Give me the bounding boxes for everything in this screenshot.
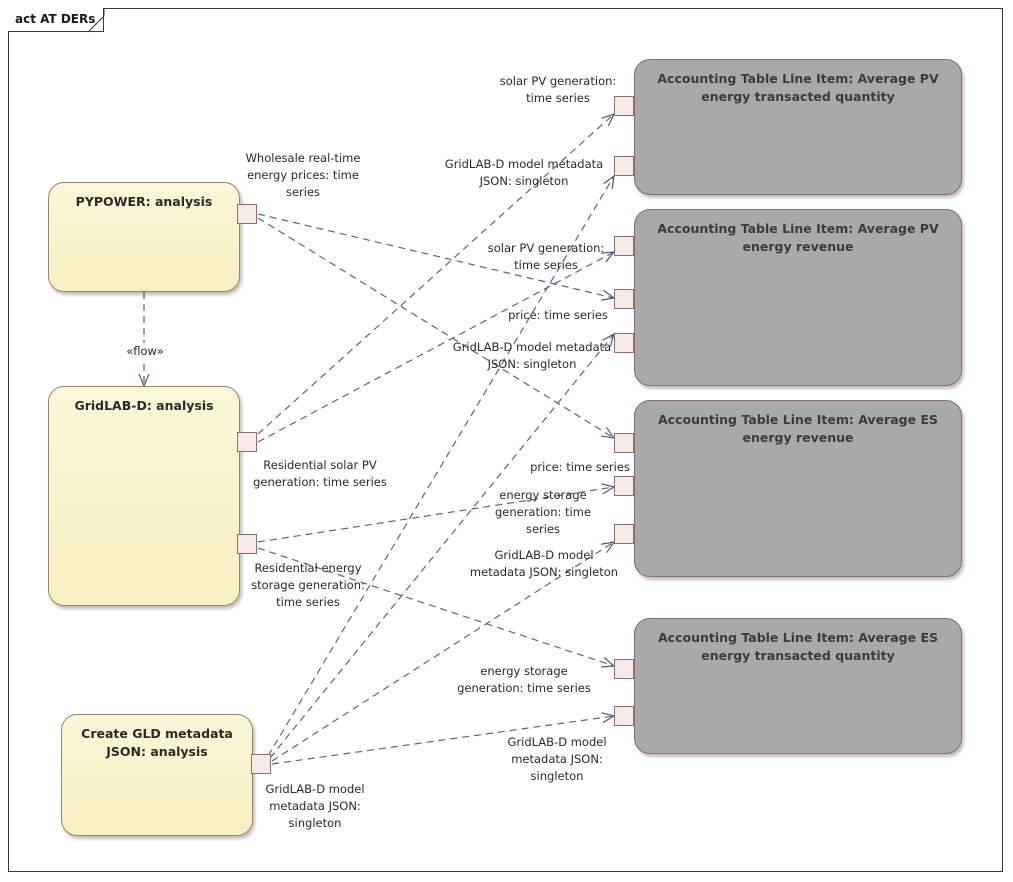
label-pvq-meta-in: GridLAB-D model metadata JSON: singleton [444, 157, 604, 188]
wire-meta-to-pv-revenue[interactable] [269, 334, 614, 759]
pin-gld-storage-out[interactable] [237, 534, 257, 554]
label-esq-storage-in: energy storage generation: time series [457, 664, 591, 695]
label-gld-solar-out: Residential solar PV generation: time se… [253, 458, 387, 489]
pin-create-metadata-out[interactable] [251, 754, 271, 774]
frame-tab-corner [87, 8, 105, 33]
wire-meta-to-es-quantity[interactable] [271, 716, 614, 765]
pin-pvr-meta-in[interactable] [614, 333, 634, 353]
wire-meta-to-pv-quantity[interactable] [267, 176, 614, 757]
pin-esq-storage-in[interactable] [614, 659, 634, 679]
diagram-frame [8, 8, 1003, 872]
wire-meta-to-es-revenue[interactable] [271, 542, 614, 762]
table-pv-transacted-quantity[interactable]: Accounting Table Line Item: Average PV e… [634, 59, 962, 195]
label-esr-price-in: price: time series [530, 460, 630, 474]
label-pvr-solar-in: solar PV generation: time series [487, 241, 605, 272]
flow-label: «flow» [116, 343, 174, 360]
pypower-analysis-node[interactable]: PYPOWER: analysis [48, 182, 240, 292]
gridlabd-analysis-node[interactable]: GridLAB-D: analysis [48, 386, 240, 606]
label-esr-storage-in: energy storage generation: time series [494, 488, 592, 536]
pin-esr-price-in[interactable] [614, 433, 634, 453]
pin-pvq-solar-in[interactable] [614, 96, 634, 116]
wire-storage-to-es-quantity[interactable] [257, 547, 614, 666]
label-pvr-price-in: price: time series [508, 308, 608, 322]
label-create-metadata-out: GridLAB-D model metadata JSON: singleton [265, 782, 365, 830]
wire-storage-to-es-revenue[interactable] [257, 487, 614, 543]
pin-gld-solar-out[interactable] [237, 432, 257, 452]
wire-prices-to-es-revenue[interactable] [257, 217, 614, 438]
pin-pypower-prices-out[interactable] [237, 204, 257, 224]
frame-title: act AT DERs [8, 8, 104, 32]
create-gld-metadata-node[interactable]: Create GLD metadata JSON: analysis [61, 714, 253, 836]
pin-esq-meta-in[interactable] [614, 706, 634, 726]
pin-pvr-solar-in[interactable] [614, 236, 634, 256]
wire-solar-to-pv-revenue[interactable] [257, 252, 614, 443]
table-pv-energy-revenue[interactable]: Accounting Table Line Item: Average PV e… [634, 209, 962, 386]
label-gld-storage-out: Residential energy storage generation: t… [251, 561, 365, 609]
wire-solar-to-pv-quantity[interactable] [257, 114, 614, 435]
pin-pvr-price-in[interactable] [614, 289, 634, 309]
label-esr-meta-in: GridLAB-D model metadata JSON: singleton [469, 548, 619, 579]
pin-esr-meta-in[interactable] [614, 524, 634, 544]
table-es-energy-revenue[interactable]: Accounting Table Line Item: Average ES e… [634, 400, 962, 577]
label-pvr-meta-in: GridLAB-D model metadata JSON: singleton [452, 340, 612, 371]
label-esq-meta-in: GridLAB-D model metadata JSON: singleton [507, 735, 607, 783]
label-pvq-solar-in: solar PV generation: time series [499, 74, 617, 105]
pin-esr-storage-in[interactable] [614, 476, 634, 496]
pin-pvq-meta-in[interactable] [614, 156, 634, 176]
label-pypower-prices-out: Wholesale real-time energy prices: time … [245, 151, 361, 199]
table-es-transacted-quantity[interactable]: Accounting Table Line Item: Average ES e… [634, 618, 962, 754]
